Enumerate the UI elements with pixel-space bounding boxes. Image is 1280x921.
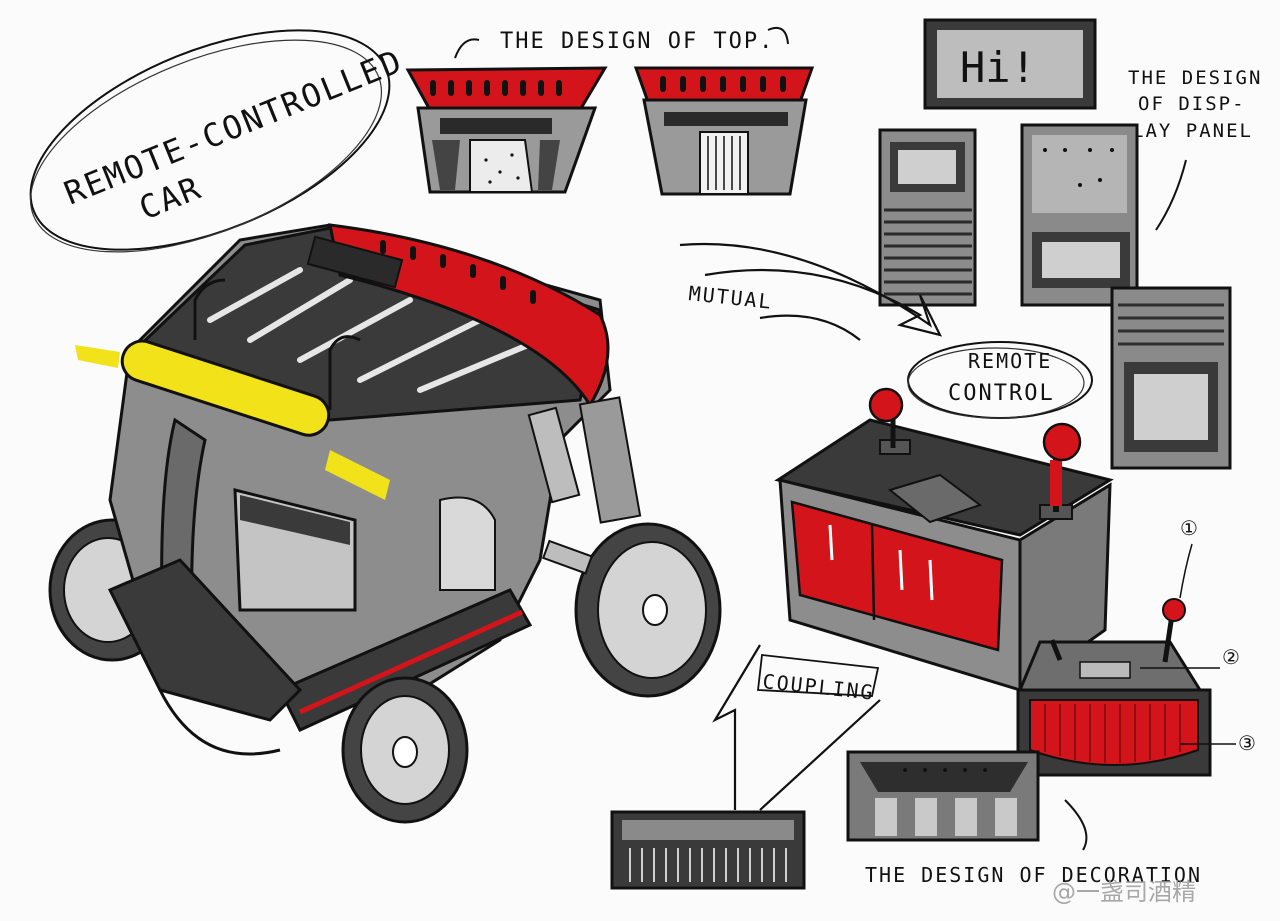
callout-3: ③ [1238,731,1256,755]
callout-2: ② [1222,645,1240,669]
callout-1: ① [1180,516,1198,540]
label-display-line-3: LAY PANEL [1132,120,1253,142]
label-display-line-2: OF DISP- [1138,93,1246,115]
remote-control-badge: REMOTE CONTROL [907,341,1093,419]
display-screen-hi: Hi! [923,18,1097,110]
remote-control-box [774,387,1114,693]
display-pointer-line [1155,159,1187,231]
car-wheel-front-right [341,676,469,824]
label-display-line-1: THE DESIGN [1128,67,1262,89]
coupling-arrow [712,644,881,811]
display-panel-variant-c [1110,286,1232,470]
coupling-label-box: COUPLING [756,654,880,705]
car-yellow-light-bar [120,339,331,437]
label-remote-line-1: REMOTE [968,349,1052,373]
title-line-1: REMOTE-CONTROLLED [59,42,408,213]
mutual-arrow [679,242,943,337]
label-remote-line-2: CONTROL [948,381,1055,406]
top-design-a [405,66,608,194]
display-panel-variant-a [878,128,977,307]
callout-1-leader [1179,543,1193,599]
coupling-part [610,810,806,890]
joystick-right [1039,422,1082,520]
label-mutual: MUTUAL [687,281,773,314]
label-design-top: THE DESIGN OF TOP. [500,29,774,54]
mutual-arrow-stem [759,314,861,341]
label-design-decoration: THE DESIGN OF DECORATION [865,863,1202,887]
decoration-pointer-line [1064,799,1088,851]
car-wheel-rear-right [574,522,722,698]
label-design-top-swoosh [454,26,789,59]
watermark: @一盏司酒精 [1052,878,1196,906]
display-panel-variant-b [1020,123,1139,307]
remote-detail [1016,598,1212,777]
car-sketch [48,223,722,824]
top-design-b [633,66,815,196]
label-coupling: COUPLING [761,669,875,705]
decoration-part [846,750,1040,842]
joystick-left [868,387,911,455]
display-screen-text: Hi! [960,43,1036,92]
